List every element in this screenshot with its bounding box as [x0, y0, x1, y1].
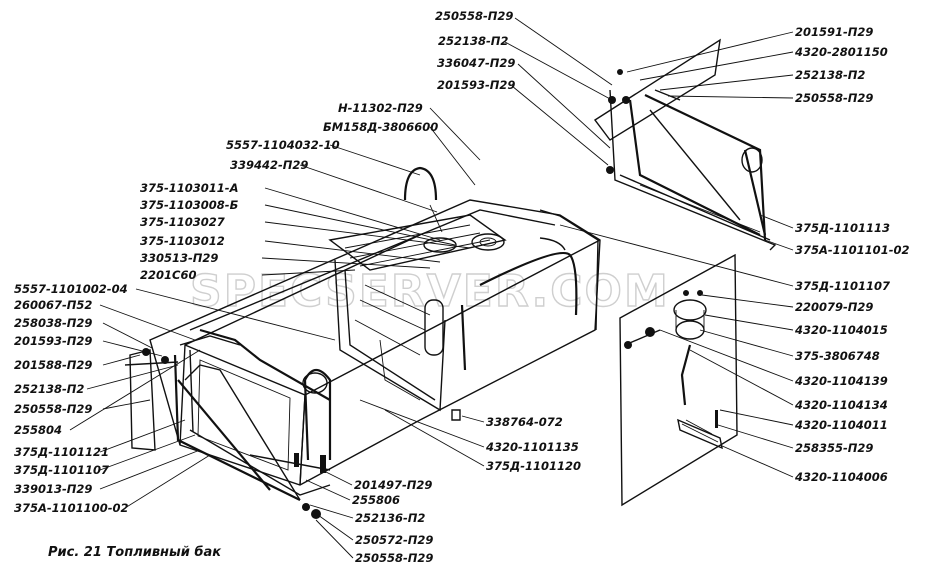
label-l13: 250558-П29 — [14, 402, 92, 416]
label-r3: 375Д-1101107 — [795, 279, 890, 293]
label-rt4: 250558-П29 — [795, 91, 873, 105]
label-l3: 375-1103027 — [140, 215, 225, 229]
right-bracket-assembly — [593, 38, 777, 251]
label-r6: 375-3806748 — [795, 349, 880, 363]
label-r8: 4320-1104134 — [794, 398, 888, 412]
figure-caption: Рис. 21 Топливный бак — [48, 545, 222, 560]
label-rt2: 4320-2801150 — [794, 45, 888, 59]
label-l9: 258038-П29 — [14, 316, 92, 330]
label-l15: 375Д-1101121 — [14, 445, 109, 459]
label-m2: 4320-1101135 — [485, 440, 579, 454]
label-l8: 260067-П52 — [14, 298, 92, 312]
label-b5: 250558-П29 — [355, 551, 433, 565]
label-l2: 375-1103008-Б — [140, 198, 239, 212]
label-r2: 375А-1101101-02 — [795, 243, 909, 257]
label-c1: Н-11302-П29 — [338, 101, 423, 115]
label-l5: 330513-П29 — [140, 251, 218, 265]
label-top2: 252138-П2 — [438, 34, 508, 48]
label-top1: 250558-П29 — [435, 9, 513, 23]
label-rt1: 201591-П29 — [795, 25, 873, 39]
label-m1: 338764-072 — [486, 415, 563, 429]
label-l7: 5557-1101002-04 — [14, 282, 128, 296]
label-l11: 201588-П29 — [14, 358, 92, 372]
label-c4: 339442-П29 — [230, 158, 308, 172]
label-r5: 4320-1104015 — [794, 323, 888, 337]
label-l18: 375А-1101100-02 — [14, 501, 128, 515]
label-r11: 4320-1104006 — [794, 470, 888, 484]
label-l14: 255804 — [14, 423, 62, 437]
watermark: SPECSERVER.COM — [190, 266, 670, 317]
part-labels: 250558-П29 252138-П2 336047-П29 201593-П… — [14, 9, 909, 565]
label-l16: 375Д-1101107 — [14, 463, 109, 477]
label-r10: 258355-П29 — [795, 441, 873, 455]
sender-inset — [619, 253, 738, 507]
label-b3: 252136-П2 — [355, 511, 425, 525]
label-b4: 250572-П29 — [355, 533, 433, 547]
label-rt3: 252138-П2 — [795, 68, 865, 82]
label-c3: 5557-1104032-10 — [226, 138, 340, 152]
label-l6: 2201С60 — [140, 268, 196, 282]
label-top4: 201593-П29 — [437, 78, 515, 92]
leader-lines — [69, 17, 794, 559]
label-l1: 375-1103011-А — [140, 181, 238, 195]
label-r4: 220079-П29 — [795, 300, 873, 314]
label-b1: 201497-П29 — [354, 478, 432, 492]
label-l4: 375-1103012 — [140, 234, 225, 248]
label-l10: 201593-П29 — [14, 334, 92, 348]
label-top3: 336047-П29 — [437, 56, 515, 70]
fuel-tank — [149, 166, 601, 486]
label-l17: 339013-П29 — [14, 482, 92, 496]
label-r1: 375Д-1101113 — [795, 221, 890, 235]
label-r9: 4320-1104011 — [794, 418, 888, 432]
label-l12: 252138-П2 — [14, 382, 84, 396]
label-c2: БМ158Д-3806600 — [323, 120, 438, 134]
label-r7: 4320-1104139 — [794, 374, 888, 388]
label-m3: 375Д-1101120 — [486, 459, 581, 473]
label-b2: 255806 — [352, 493, 400, 507]
